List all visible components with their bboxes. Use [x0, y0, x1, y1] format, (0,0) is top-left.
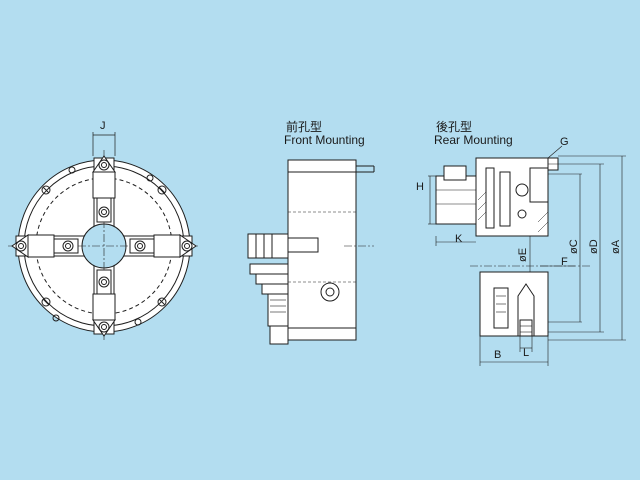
rear-mounting-title-en: Rear Mounting [434, 133, 513, 147]
mounting-holes [41, 166, 167, 326]
dim-label-f: F [561, 256, 568, 268]
chuck-front-face [8, 132, 200, 342]
dim-label-e: øE [517, 247, 529, 262]
dim-label-l: L [523, 347, 530, 359]
dim-label-c: øC [568, 239, 580, 254]
dim-label-k: K [455, 233, 463, 245]
dim-label-h: H [416, 181, 424, 193]
dim-j-lines [92, 132, 116, 156]
jaw-right [129, 234, 197, 258]
dim-label-b: B [494, 349, 502, 361]
dim-label-a: øA [610, 239, 622, 254]
dim-label-d: øD [588, 239, 600, 254]
rear-mounting-title-cn: 後孔型 [436, 120, 473, 134]
jaw-top [92, 155, 116, 223]
rear-mounting-section-view [428, 145, 626, 366]
jaw-left [11, 234, 79, 258]
front-mounting-title-en: Front Mounting [284, 133, 365, 147]
jaw-bottom [92, 269, 116, 337]
dim-label-g: G [560, 136, 569, 148]
front-mounting-title-cn: 前孔型 [286, 120, 323, 134]
dim-label-j: J [100, 120, 106, 132]
front-mounting-side-view [247, 159, 375, 345]
